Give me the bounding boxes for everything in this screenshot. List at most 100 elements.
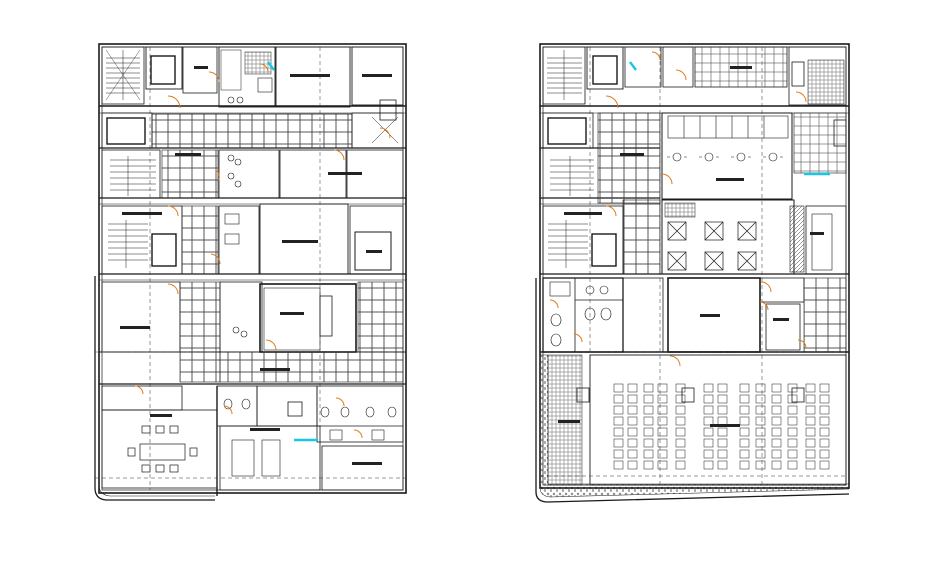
chair-icon (703, 438, 714, 448)
chair-icon (717, 416, 728, 426)
chair-icon (643, 460, 654, 470)
table-icon (667, 221, 757, 271)
chair-icon (643, 416, 654, 426)
stair-icon (105, 49, 141, 101)
chair-icon (771, 449, 782, 459)
garden-edge (535, 278, 850, 503)
chair-icon (627, 405, 638, 415)
chair-icon (805, 405, 816, 415)
outer-wall (98, 43, 407, 494)
chair-icon (657, 405, 668, 415)
chair-icon (703, 427, 714, 437)
chair-icon (787, 449, 798, 459)
chair-icon (627, 416, 638, 426)
chair-icon (675, 416, 686, 426)
chair-icon (657, 438, 668, 448)
chair-icon (627, 427, 638, 437)
toilet-icon (223, 398, 397, 418)
chair-icon (805, 416, 816, 426)
chair-icon (739, 416, 750, 426)
left-floor-plan (94, 43, 407, 501)
chair-icon (675, 405, 686, 415)
chair-icon (787, 438, 798, 448)
chair-icon (657, 449, 668, 459)
chair-icon (771, 405, 782, 415)
chair-icon (627, 438, 638, 448)
chair-icon (805, 438, 816, 448)
chair-icon (819, 460, 830, 470)
chair-icon (717, 460, 728, 470)
chair-icon (657, 416, 668, 426)
chair-icon (755, 460, 766, 470)
chair-icon (627, 460, 638, 470)
chair-icon (675, 449, 686, 459)
chair-icon (657, 394, 668, 404)
chair-icon (755, 427, 766, 437)
chair-icon (755, 438, 766, 448)
chair-icon (657, 383, 668, 393)
chair-icon (755, 449, 766, 459)
chair-icon (787, 416, 798, 426)
chair-icon (643, 394, 654, 404)
chair-icon (717, 383, 728, 393)
stair-icon (548, 220, 588, 268)
chair-icon (739, 449, 750, 459)
chair-icon (703, 394, 714, 404)
chair-icon (739, 394, 750, 404)
stair-icon (110, 156, 156, 196)
chair-icon (771, 460, 782, 470)
chair-icon (771, 383, 782, 393)
chair-icon (755, 416, 766, 426)
chair-icon (613, 427, 624, 437)
chair-icon (703, 449, 714, 459)
chair-icon (819, 383, 830, 393)
chair-icon (717, 427, 728, 437)
chair-icon (739, 460, 750, 470)
chair-icon (805, 427, 816, 437)
chair-icon (739, 427, 750, 437)
toilet-icon (550, 285, 612, 347)
window-glass-icon (267, 61, 318, 442)
chair-icon (755, 405, 766, 415)
tiled-floor (151, 113, 353, 149)
right-floor-plan (535, 43, 850, 503)
chair-icon (805, 449, 816, 459)
chair-icon (819, 449, 830, 459)
chair-icon (739, 383, 750, 393)
chair-icon (819, 394, 830, 404)
stair-icon (108, 220, 148, 268)
chair-icon (627, 394, 638, 404)
chair-icon (755, 394, 766, 404)
door-swing-icon (134, 63, 391, 439)
chair-icon (703, 416, 714, 426)
table-icon (667, 152, 783, 162)
chair-icon (675, 438, 686, 448)
chair-icon (819, 438, 830, 448)
table-icon (127, 425, 198, 473)
chair-icon (657, 427, 668, 437)
chair-icon (717, 394, 728, 404)
chair-icon (787, 405, 798, 415)
chair-icon (819, 416, 830, 426)
chair-icon (771, 416, 782, 426)
chair-icon (717, 438, 728, 448)
chair-icon (613, 449, 624, 459)
chair-icon (643, 427, 654, 437)
stair-icon (547, 50, 582, 100)
chair-icon (627, 449, 638, 459)
chair-icon (613, 460, 624, 470)
chair-icon (675, 427, 686, 437)
chair-icon (739, 405, 750, 415)
chair-icon (613, 416, 624, 426)
chair-icon (717, 449, 728, 459)
chair-icon (627, 383, 638, 393)
chair-icon (739, 438, 750, 448)
chair-icon (643, 383, 654, 393)
chair-icon (643, 438, 654, 448)
chair-icon (805, 383, 816, 393)
chair-icon (771, 427, 782, 437)
window-glass-icon (629, 61, 830, 176)
chair-icon (643, 449, 654, 459)
